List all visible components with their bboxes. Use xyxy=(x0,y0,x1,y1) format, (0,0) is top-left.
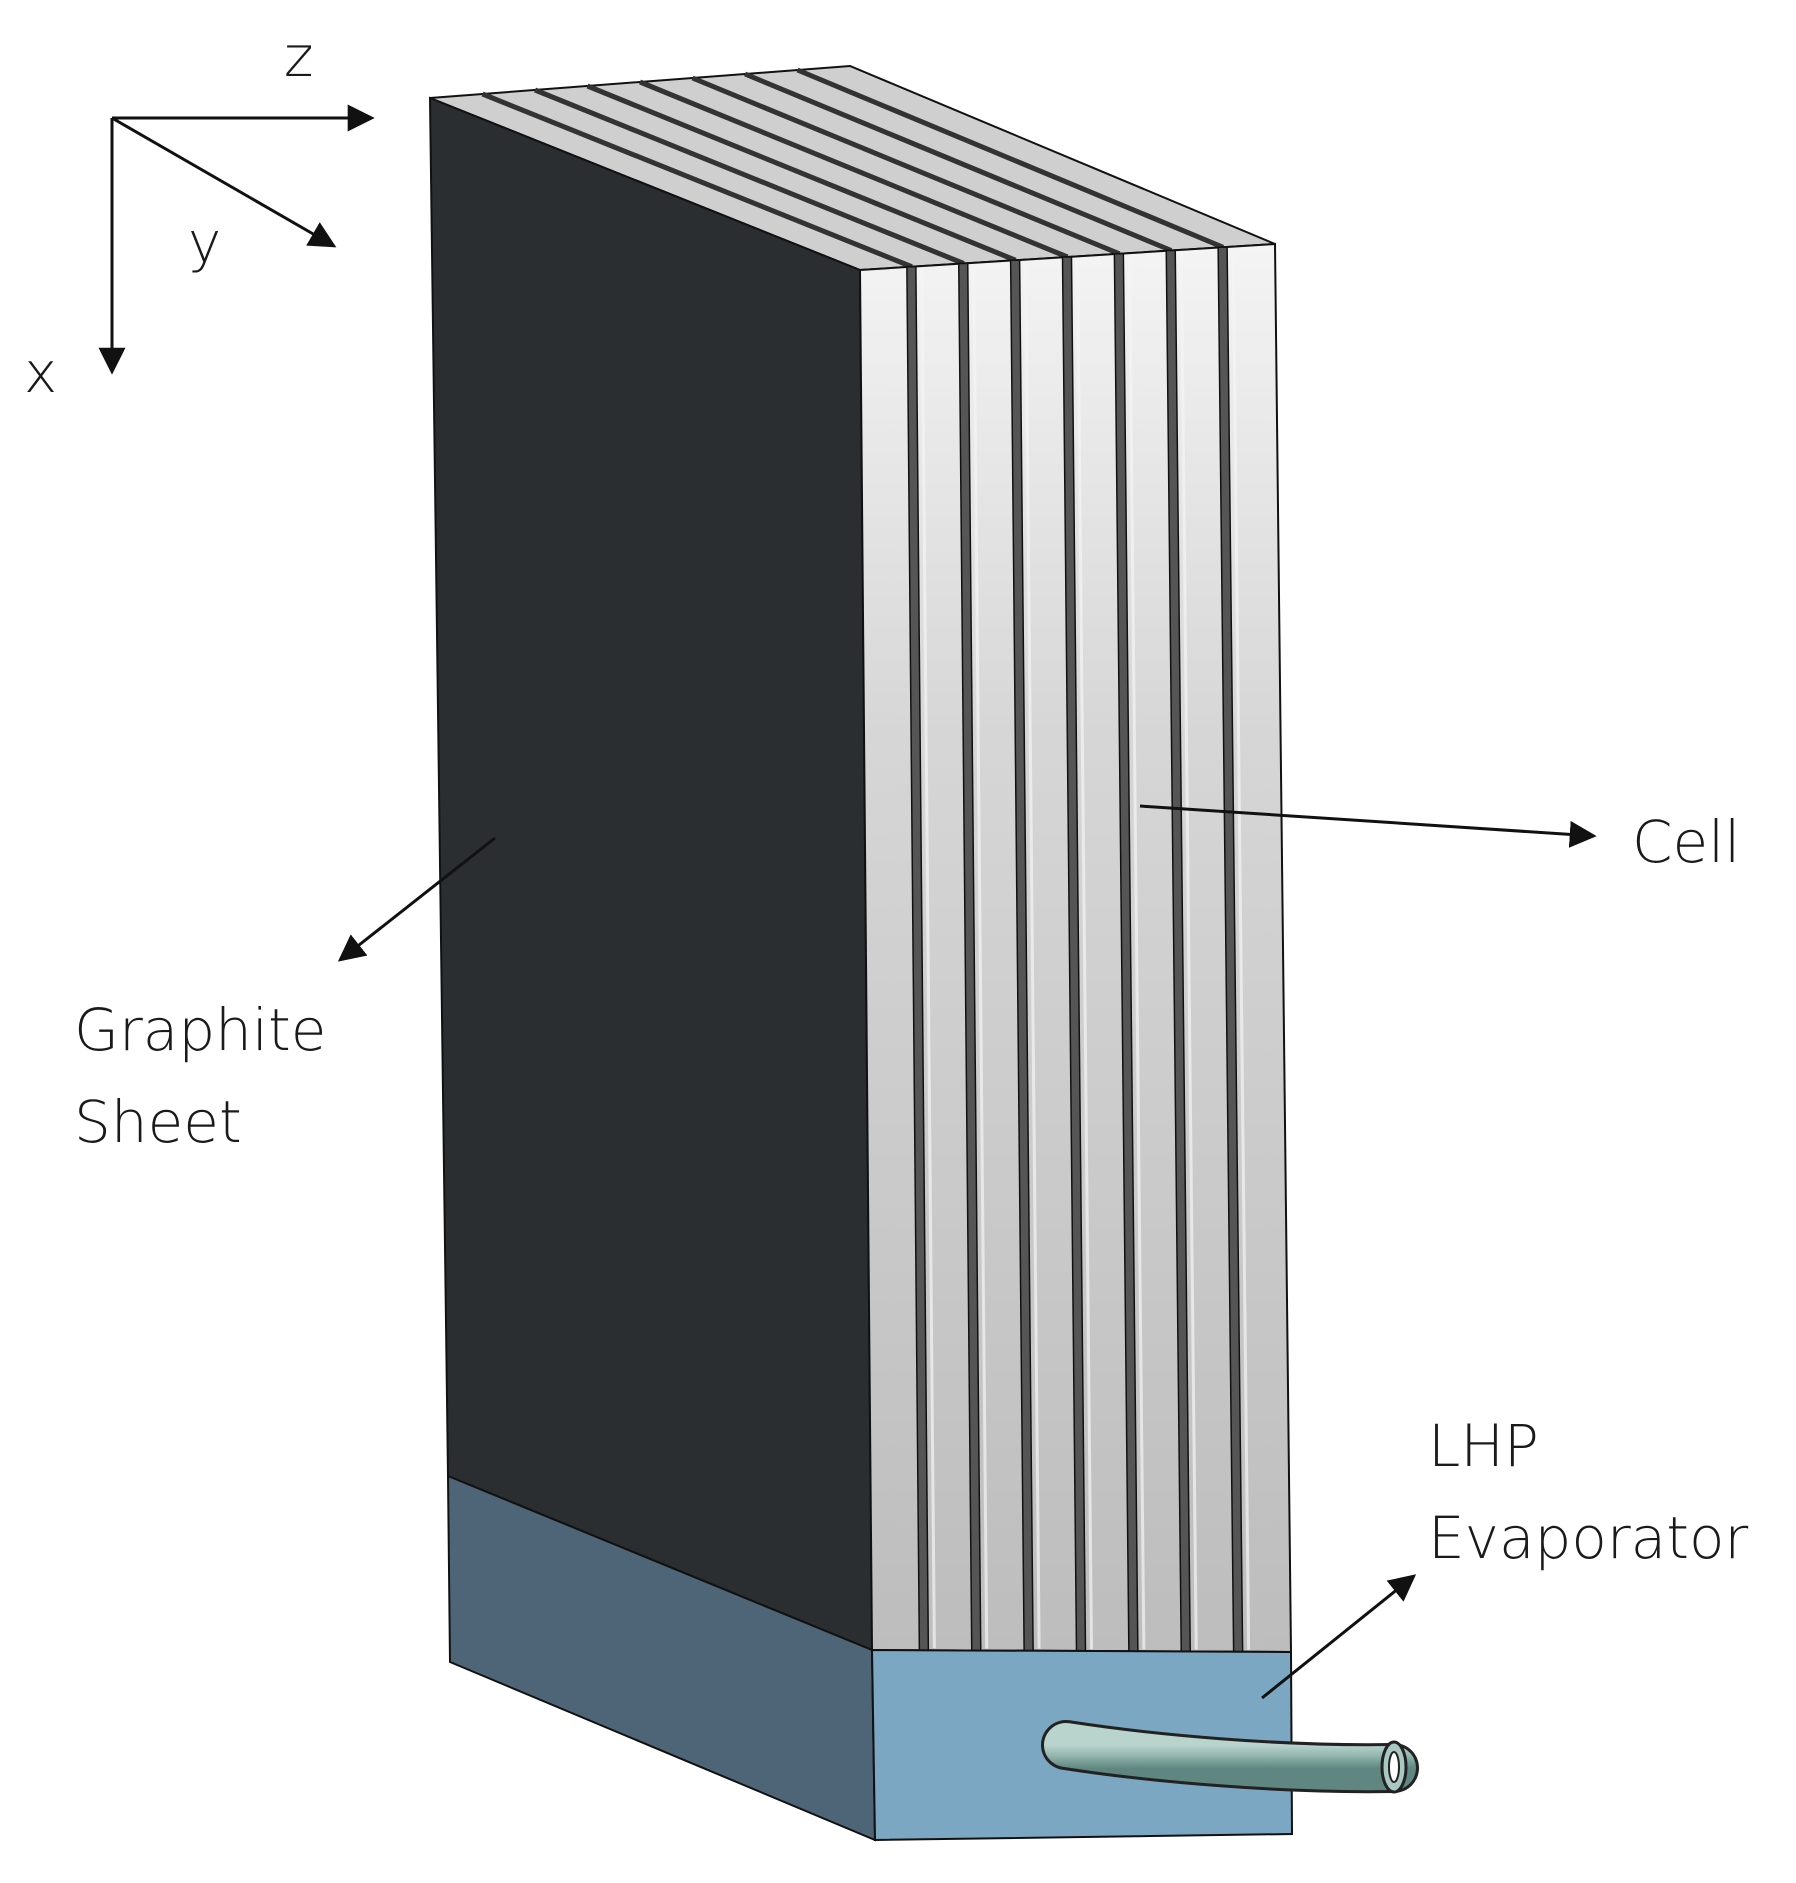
cell-callout-arrow xyxy=(1139,804,1597,848)
lhp-pipe xyxy=(1041,1720,1419,1794)
cell-highlight xyxy=(1127,255,1146,1650)
top-cell-stripes xyxy=(481,67,1225,270)
lhp-evaporator-label-line1: LHP xyxy=(1428,1412,1539,1480)
cell-highlight xyxy=(972,265,989,1649)
top-cell-separator xyxy=(691,75,1121,257)
coordinate-axes: z y x xyxy=(24,25,375,406)
top-cell-separator xyxy=(481,91,913,270)
cell-label: Cell xyxy=(1632,808,1740,876)
battery-module xyxy=(428,64,1419,1842)
cell-stripes xyxy=(906,246,1251,1653)
top-cell-separator xyxy=(639,79,1069,260)
cell-highlight xyxy=(1076,258,1093,1650)
evaporator-callout-arrow xyxy=(1261,1574,1417,1700)
graphite-sheet-label-line1: Graphite xyxy=(74,996,326,1064)
top-cell-separator xyxy=(744,71,1173,253)
x-axis-label: x xyxy=(24,341,57,406)
cell-highlight xyxy=(920,268,936,1649)
top-cell-separator xyxy=(534,87,965,266)
z-axis-label: z xyxy=(284,25,313,90)
cell-highlight xyxy=(1179,252,1198,1650)
cell-highlight xyxy=(1024,262,1041,1649)
y-axis-label: y xyxy=(188,211,221,276)
y-axis-arrow xyxy=(111,116,337,248)
cell-highlight xyxy=(1231,249,1251,1650)
top-cell-separator xyxy=(586,83,1017,263)
top-cell-separator xyxy=(796,67,1225,250)
graphite-sheet xyxy=(428,96,874,1652)
lhp-evaporator-label-line2: Evaporator xyxy=(1428,1504,1748,1572)
graphite-sheet-label-line2: Sheet xyxy=(74,1088,242,1156)
callouts xyxy=(337,804,1597,1700)
graphite-callout-arrow xyxy=(337,836,496,962)
